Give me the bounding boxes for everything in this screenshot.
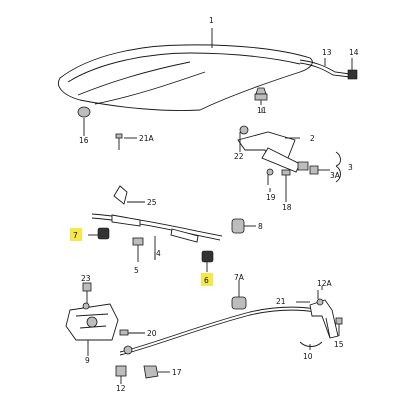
label-21: 21 bbox=[276, 297, 286, 306]
label-3: 3 bbox=[348, 163, 353, 172]
label-9: 9 bbox=[85, 356, 90, 365]
label-7-highlight bbox=[70, 228, 82, 241]
label-19: 19 bbox=[266, 193, 276, 202]
part-21a-bolt bbox=[115, 133, 137, 150]
label-13: 13 bbox=[322, 48, 332, 57]
part-7a-grommet bbox=[231, 284, 247, 310]
label-8: 8 bbox=[258, 222, 263, 231]
part-17-clip bbox=[143, 365, 170, 379]
label-20: 20 bbox=[147, 329, 157, 338]
part-12-connector bbox=[115, 365, 127, 384]
part-8-buffer bbox=[231, 218, 256, 234]
label-7a: 7A bbox=[234, 273, 245, 282]
seal-rod bbox=[299, 59, 358, 80]
label-7: 7 bbox=[73, 231, 78, 240]
part-25-clip bbox=[113, 185, 145, 205]
label-3a: 3A bbox=[330, 171, 341, 180]
part-11-buffer bbox=[254, 87, 268, 105]
release-cable bbox=[91, 213, 223, 262]
label-18: 18 bbox=[282, 203, 292, 212]
label-22: 22 bbox=[234, 152, 244, 161]
hood-lock bbox=[65, 282, 145, 356]
label-14: 14 bbox=[349, 48, 359, 57]
label-12a: 12A bbox=[317, 279, 333, 288]
label-11: 11 bbox=[257, 106, 267, 115]
label-6-highlight bbox=[201, 273, 213, 286]
label-2: 2 bbox=[310, 134, 315, 143]
label-4: 4 bbox=[156, 249, 161, 258]
label-17: 17 bbox=[172, 368, 182, 377]
part-6-clip bbox=[201, 250, 214, 272]
hinge-assembly bbox=[237, 125, 341, 200]
label-15: 15 bbox=[334, 340, 344, 349]
label-12: 12 bbox=[116, 384, 126, 393]
label-16: 16 bbox=[79, 136, 89, 145]
label-5: 5 bbox=[134, 266, 139, 275]
lever-cable bbox=[119, 306, 326, 356]
label-10: 10 bbox=[303, 352, 313, 361]
release-lever bbox=[296, 290, 343, 347]
label-23: 23 bbox=[81, 274, 91, 283]
leader-lines bbox=[83, 28, 353, 350]
label-1: 1 bbox=[209, 16, 214, 25]
label-21a: 21A bbox=[139, 134, 155, 143]
hood-panel bbox=[58, 44, 313, 111]
label-25: 25 bbox=[147, 198, 157, 207]
part-16-plug bbox=[77, 106, 91, 132]
label-6: 6 bbox=[204, 276, 209, 285]
part-7-clip bbox=[88, 227, 110, 240]
